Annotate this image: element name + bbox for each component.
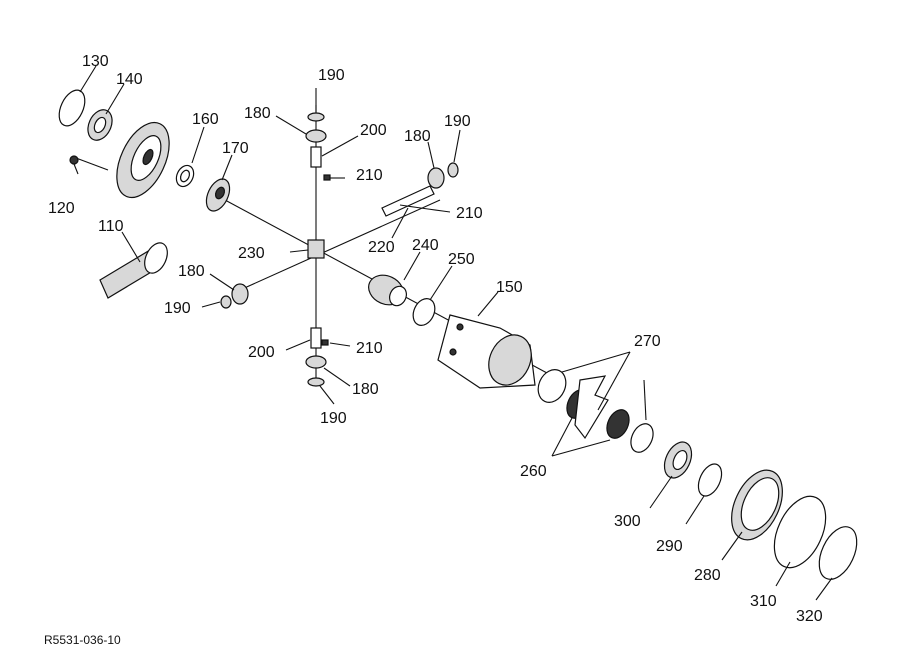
washer-160 <box>175 164 195 188</box>
label-150: 150 <box>496 279 523 296</box>
label-180-left: 180 <box>178 263 205 280</box>
pinion-gear-180-top <box>305 129 327 143</box>
label-180-bottom: 180 <box>352 381 379 398</box>
label-170: 170 <box>222 140 249 157</box>
label-190-right: 190 <box>444 113 471 130</box>
label-180-top: 180 <box>244 105 271 122</box>
label-260: 260 <box>520 463 547 480</box>
side-gear-170 <box>205 178 231 212</box>
plate-270-a <box>537 369 567 403</box>
label-120: 120 <box>48 200 75 217</box>
label-180-right: 180 <box>404 128 431 145</box>
label-270: 270 <box>634 333 661 350</box>
pin-200-bottom <box>310 327 322 349</box>
label-300: 300 <box>614 513 641 530</box>
label-320: 320 <box>796 608 823 625</box>
pin-210-top <box>323 174 345 181</box>
snap-ring-290 <box>697 463 723 497</box>
washer-190-right <box>447 162 459 178</box>
ring-310 <box>773 495 827 569</box>
plate-260-b <box>606 409 630 439</box>
bevel-gear-110 <box>116 121 170 199</box>
label-200-bottom: 200 <box>248 344 275 361</box>
label-140: 140 <box>116 71 143 88</box>
pinion-gear-180-left <box>231 283 249 305</box>
label-250: 250 <box>448 251 475 268</box>
label-240: 240 <box>412 237 439 254</box>
pin-210-right <box>399 204 451 213</box>
label-210-top: 210 <box>356 167 383 184</box>
washer-190-left <box>220 295 232 309</box>
washer-250 <box>412 298 436 326</box>
washer-190-top <box>307 112 325 122</box>
housing-150 <box>437 314 536 389</box>
label-200-top: 200 <box>360 122 387 139</box>
spider-230 <box>307 239 325 259</box>
label-190-bottom: 190 <box>320 410 347 427</box>
label-110: 110 <box>98 218 124 235</box>
pinion-shaft-110 <box>99 242 168 299</box>
washer-190-bottom <box>307 377 325 387</box>
pinion-gear-180-bottom <box>305 355 327 369</box>
label-190-left: 190 <box>164 300 191 317</box>
bearing-280 <box>731 469 783 541</box>
bearing-300 <box>663 441 693 479</box>
label-210-bottom: 210 <box>356 340 383 357</box>
leader-lines <box>73 65 833 601</box>
bolt-120 <box>69 155 109 171</box>
label-210-right: 210 <box>456 205 483 222</box>
label-160: 160 <box>192 111 219 128</box>
bearing-140 <box>87 109 113 141</box>
label-220: 220 <box>368 239 395 256</box>
part-labels: 130 140 160 170 120 110 190 180 200 210 … <box>44 53 823 647</box>
drawing-code: R5531-036-10 <box>44 633 121 647</box>
snap-ring-130 <box>58 89 86 127</box>
label-310: 310 <box>750 593 777 610</box>
pin-200-top <box>310 146 322 168</box>
gear-240 <box>368 274 407 307</box>
label-230: 230 <box>238 245 265 262</box>
plate-270-c <box>630 423 654 453</box>
pinion-gear-180-right <box>427 167 445 189</box>
label-130: 130 <box>82 53 109 70</box>
label-280: 280 <box>694 567 721 584</box>
label-290: 290 <box>656 538 683 555</box>
shaft-220 <box>381 185 435 217</box>
snap-ring-320 <box>818 526 858 580</box>
pin-210-bottom <box>321 339 329 346</box>
label-190-top: 190 <box>318 67 345 84</box>
plate-270-b <box>574 375 609 440</box>
